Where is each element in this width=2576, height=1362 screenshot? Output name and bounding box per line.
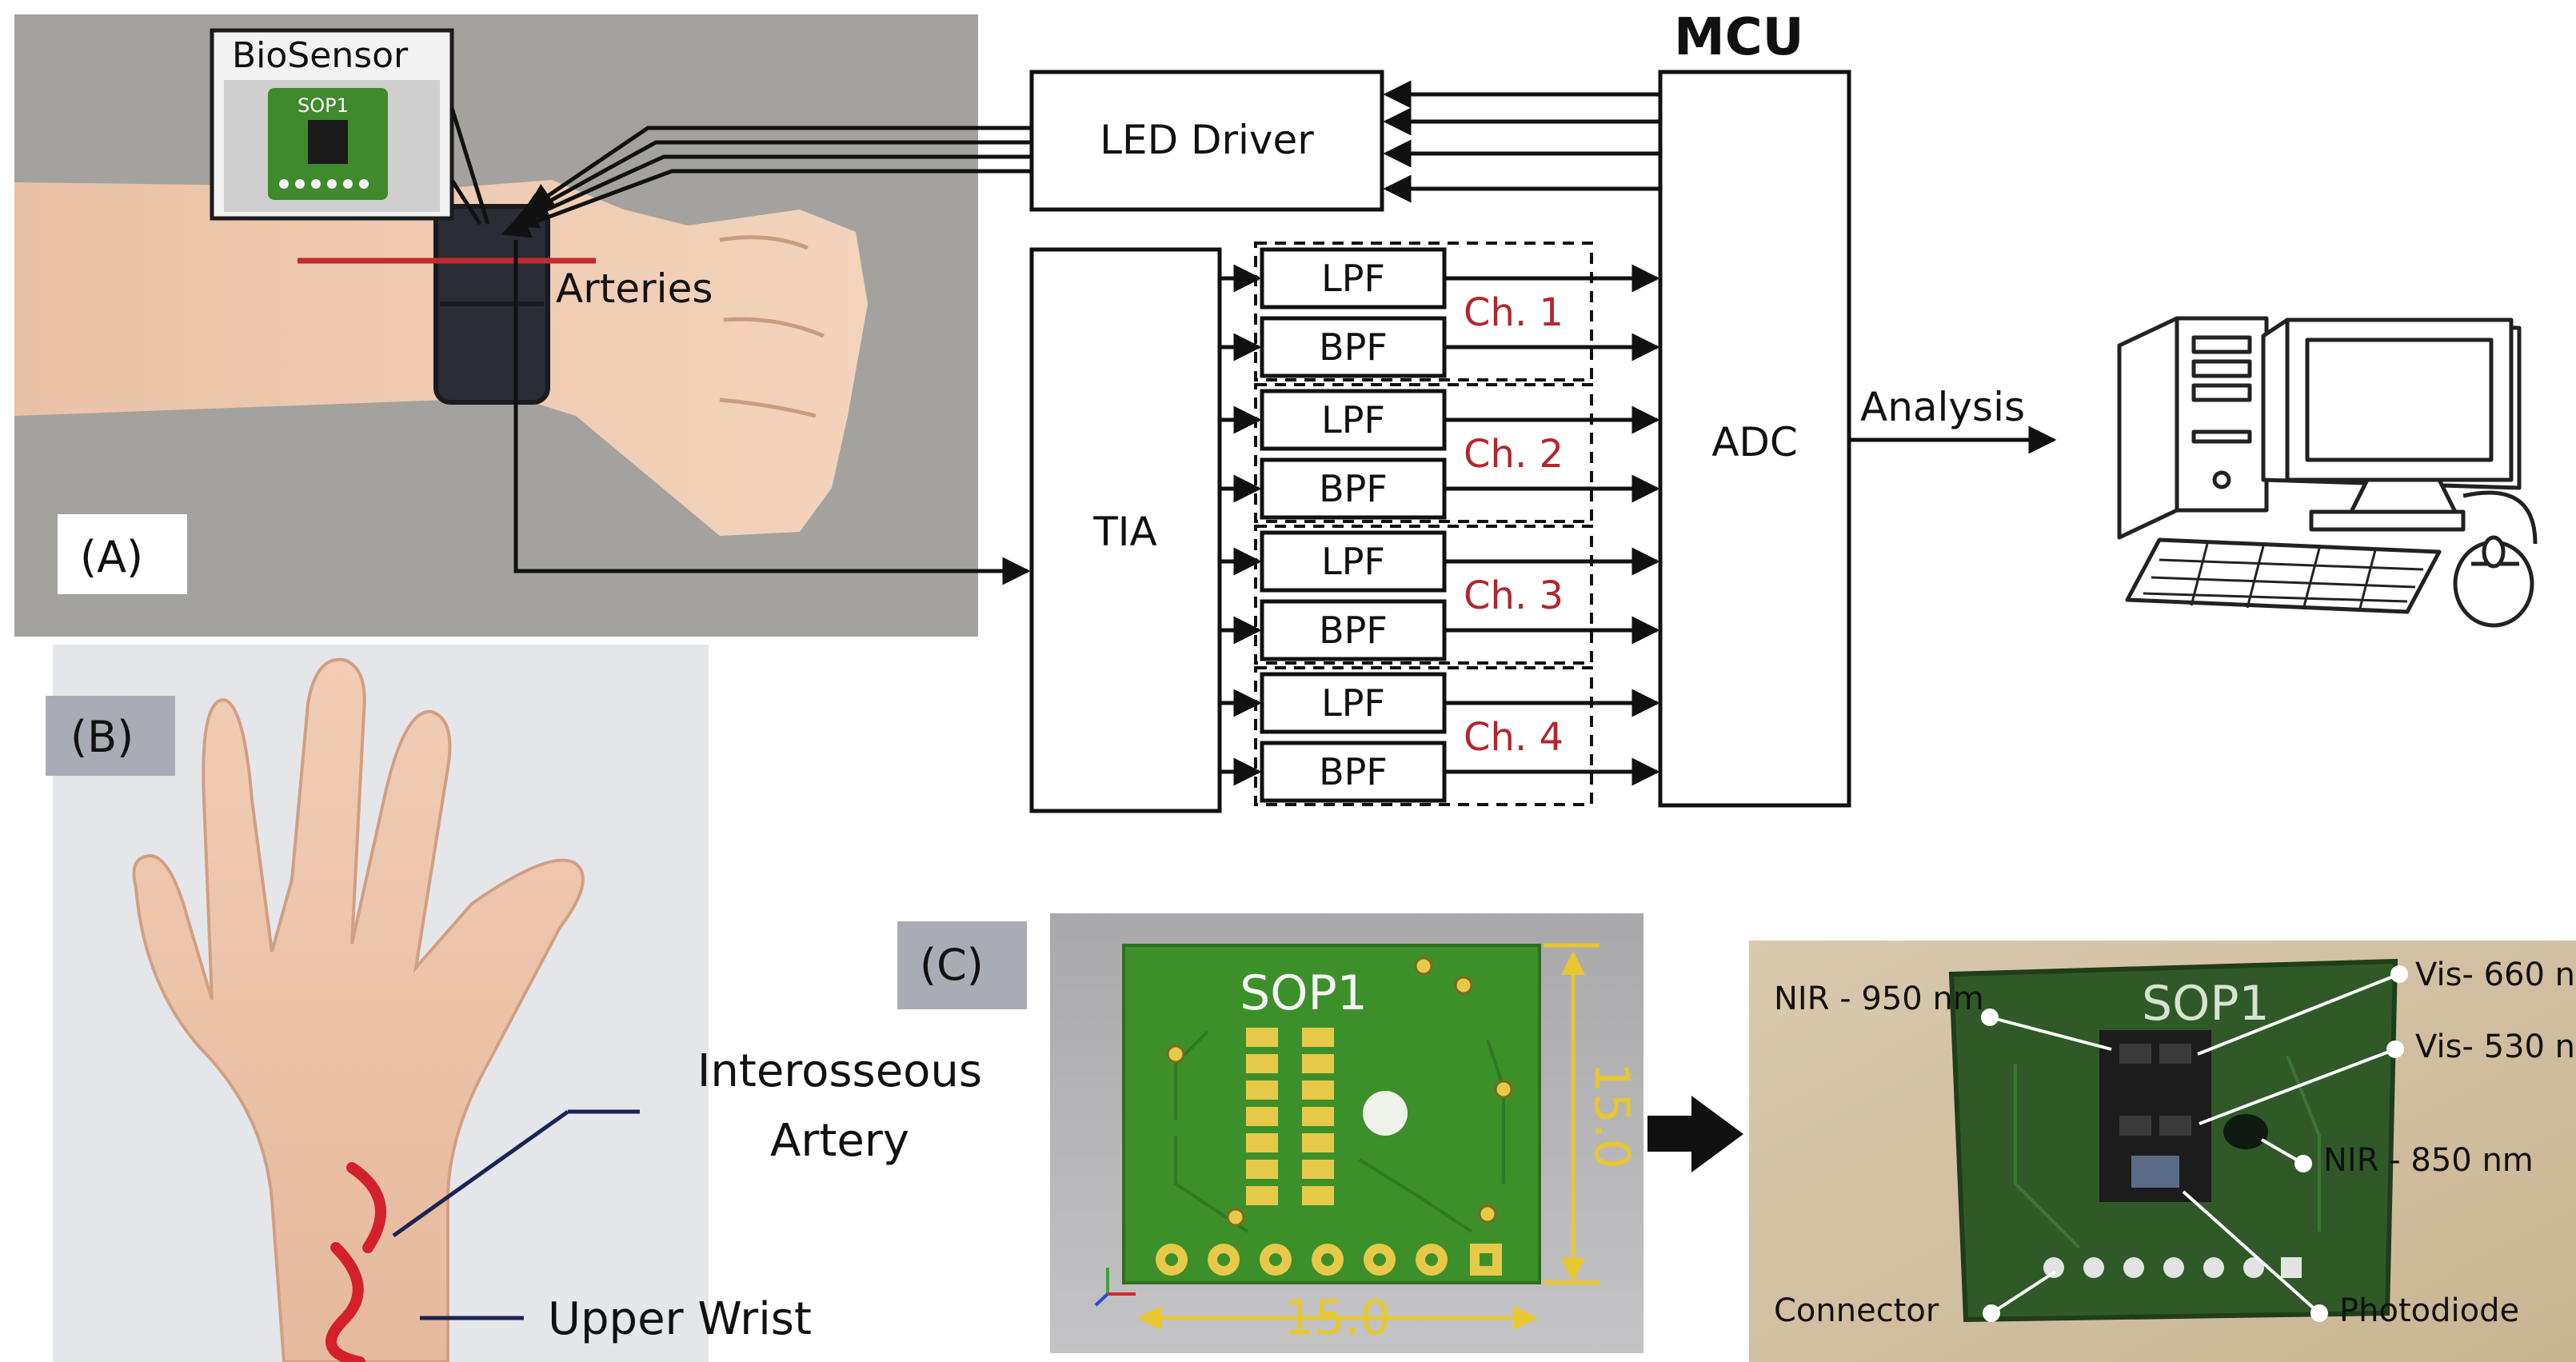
channel-3: LPF BPF Ch. 3 — [1220, 525, 1660, 665]
label-vis-660: Vis- 660 nm — [2415, 957, 2576, 993]
panel-b-photo: Interosseous Artery Upper Wrist (B) — [46, 645, 982, 1362]
connector-pads — [1156, 1244, 1502, 1276]
lpf-label: LPF — [1321, 540, 1385, 583]
bpf-box — [1260, 741, 1447, 803]
channel-blocks: LPF BPF Ch. 1 LPF BPF Ch. 2 LPF BPF Ch. 3 LPF BPF C… — [1220, 242, 1660, 806]
channel-label: Ch. 4 — [1464, 715, 1564, 760]
channel-dashed-box — [1254, 666, 1593, 806]
panel-b-label: (B) — [70, 712, 134, 762]
label-nir-850: NIR - 850 nm — [2323, 1142, 2534, 1179]
panel-a-label: (A) — [80, 532, 143, 582]
panel-c-label-box — [897, 921, 1027, 1009]
chip-text: SOP1 — [298, 94, 349, 117]
channel-1: LPF BPF Ch. 1 — [1220, 242, 1660, 381]
dimension-lines — [1137, 943, 1600, 1330]
dimension-horizontal: 15.0 — [1284, 1290, 1391, 1346]
channel-dashed-box — [1254, 383, 1593, 523]
desktop-computer-icon — [2117, 316, 2538, 628]
arteries-label: Arteries — [556, 266, 713, 312]
channel-dashed-box — [1254, 525, 1593, 665]
artery-curve — [325, 1242, 365, 1362]
led-driver-label: LED Driver — [1100, 117, 1314, 163]
tia-box — [1029, 247, 1222, 813]
label-photodiode: Photodiode — [2339, 1292, 2519, 1329]
hand — [132, 657, 585, 1362]
bpf-box — [1260, 316, 1447, 378]
led-signal-lines — [501, 126, 1032, 585]
lpf-box — [1260, 530, 1447, 593]
panel-a-label-box — [58, 514, 187, 594]
pcb-label: SOP1 — [1240, 965, 1368, 1021]
bpf-label: BPF — [1319, 750, 1388, 793]
upper-wrist-label: Upper Wrist — [548, 1293, 812, 1345]
panel-b-label-box — [46, 696, 175, 776]
bpf-label: BPF — [1319, 609, 1388, 652]
dimension-vertical: 15.0 — [1584, 1062, 1639, 1169]
analysis-label: Analysis — [1860, 384, 2025, 430]
panel-c-label: (C) — [920, 940, 984, 990]
channel-4: LPF BPF Ch. 4 — [1220, 666, 1660, 806]
label-connector: Connector — [1774, 1292, 1939, 1329]
panel-c: (C) SOP1 — [897, 913, 2576, 1362]
axis-gizmo — [1094, 1268, 1136, 1307]
adc-label: ADC — [1711, 419, 1798, 465]
lpf-label: LPF — [1321, 398, 1385, 441]
channel-dashed-box — [1254, 242, 1593, 381]
led-driver-box — [1029, 70, 1384, 212]
lpf-box — [1260, 389, 1447, 451]
bpf-label: BPF — [1319, 467, 1388, 510]
lpf-label: LPF — [1321, 257, 1385, 300]
adc-box — [1658, 70, 1851, 808]
sop-pads — [1246, 1028, 1334, 1205]
mouse-icon — [2453, 490, 2538, 628]
biosensor-title: BioSensor — [232, 35, 409, 76]
interosseous-label-line2: Artery — [770, 1115, 909, 1167]
bpf-label: BPF — [1319, 326, 1388, 369]
tia-label: TIA — [1092, 509, 1157, 555]
chip-photo-label: SOP1 — [2142, 976, 2270, 1032]
channel-label: Ch. 3 — [1464, 573, 1564, 618]
panel-a-photo: Arteries BioSensor SOP1 (A) — [14, 14, 978, 637]
channel-2: LPF BPF Ch. 2 — [1220, 383, 1660, 523]
mcu-label: MCU — [1674, 8, 1804, 67]
block-diagram: MCU LED Driver TIA ADC LPF BPF Ch. 1 LPF BPF… — [1029, 8, 2057, 813]
label-vis-530: Vis- 530 nm — [2415, 1028, 2576, 1065]
label-nir-950: NIR - 950 nm — [1774, 981, 1984, 1017]
interosseous-label-line1: Interosseous — [697, 1045, 982, 1097]
keyboard-icon — [2125, 537, 2442, 614]
lpf-label: LPF — [1321, 681, 1385, 725]
channel-label: Ch. 1 — [1464, 290, 1564, 335]
transition-arrow — [1647, 1096, 1743, 1172]
bpf-box — [1260, 599, 1447, 661]
channel-label: Ch. 2 — [1464, 432, 1564, 477]
pcb-hole — [1363, 1091, 1408, 1136]
